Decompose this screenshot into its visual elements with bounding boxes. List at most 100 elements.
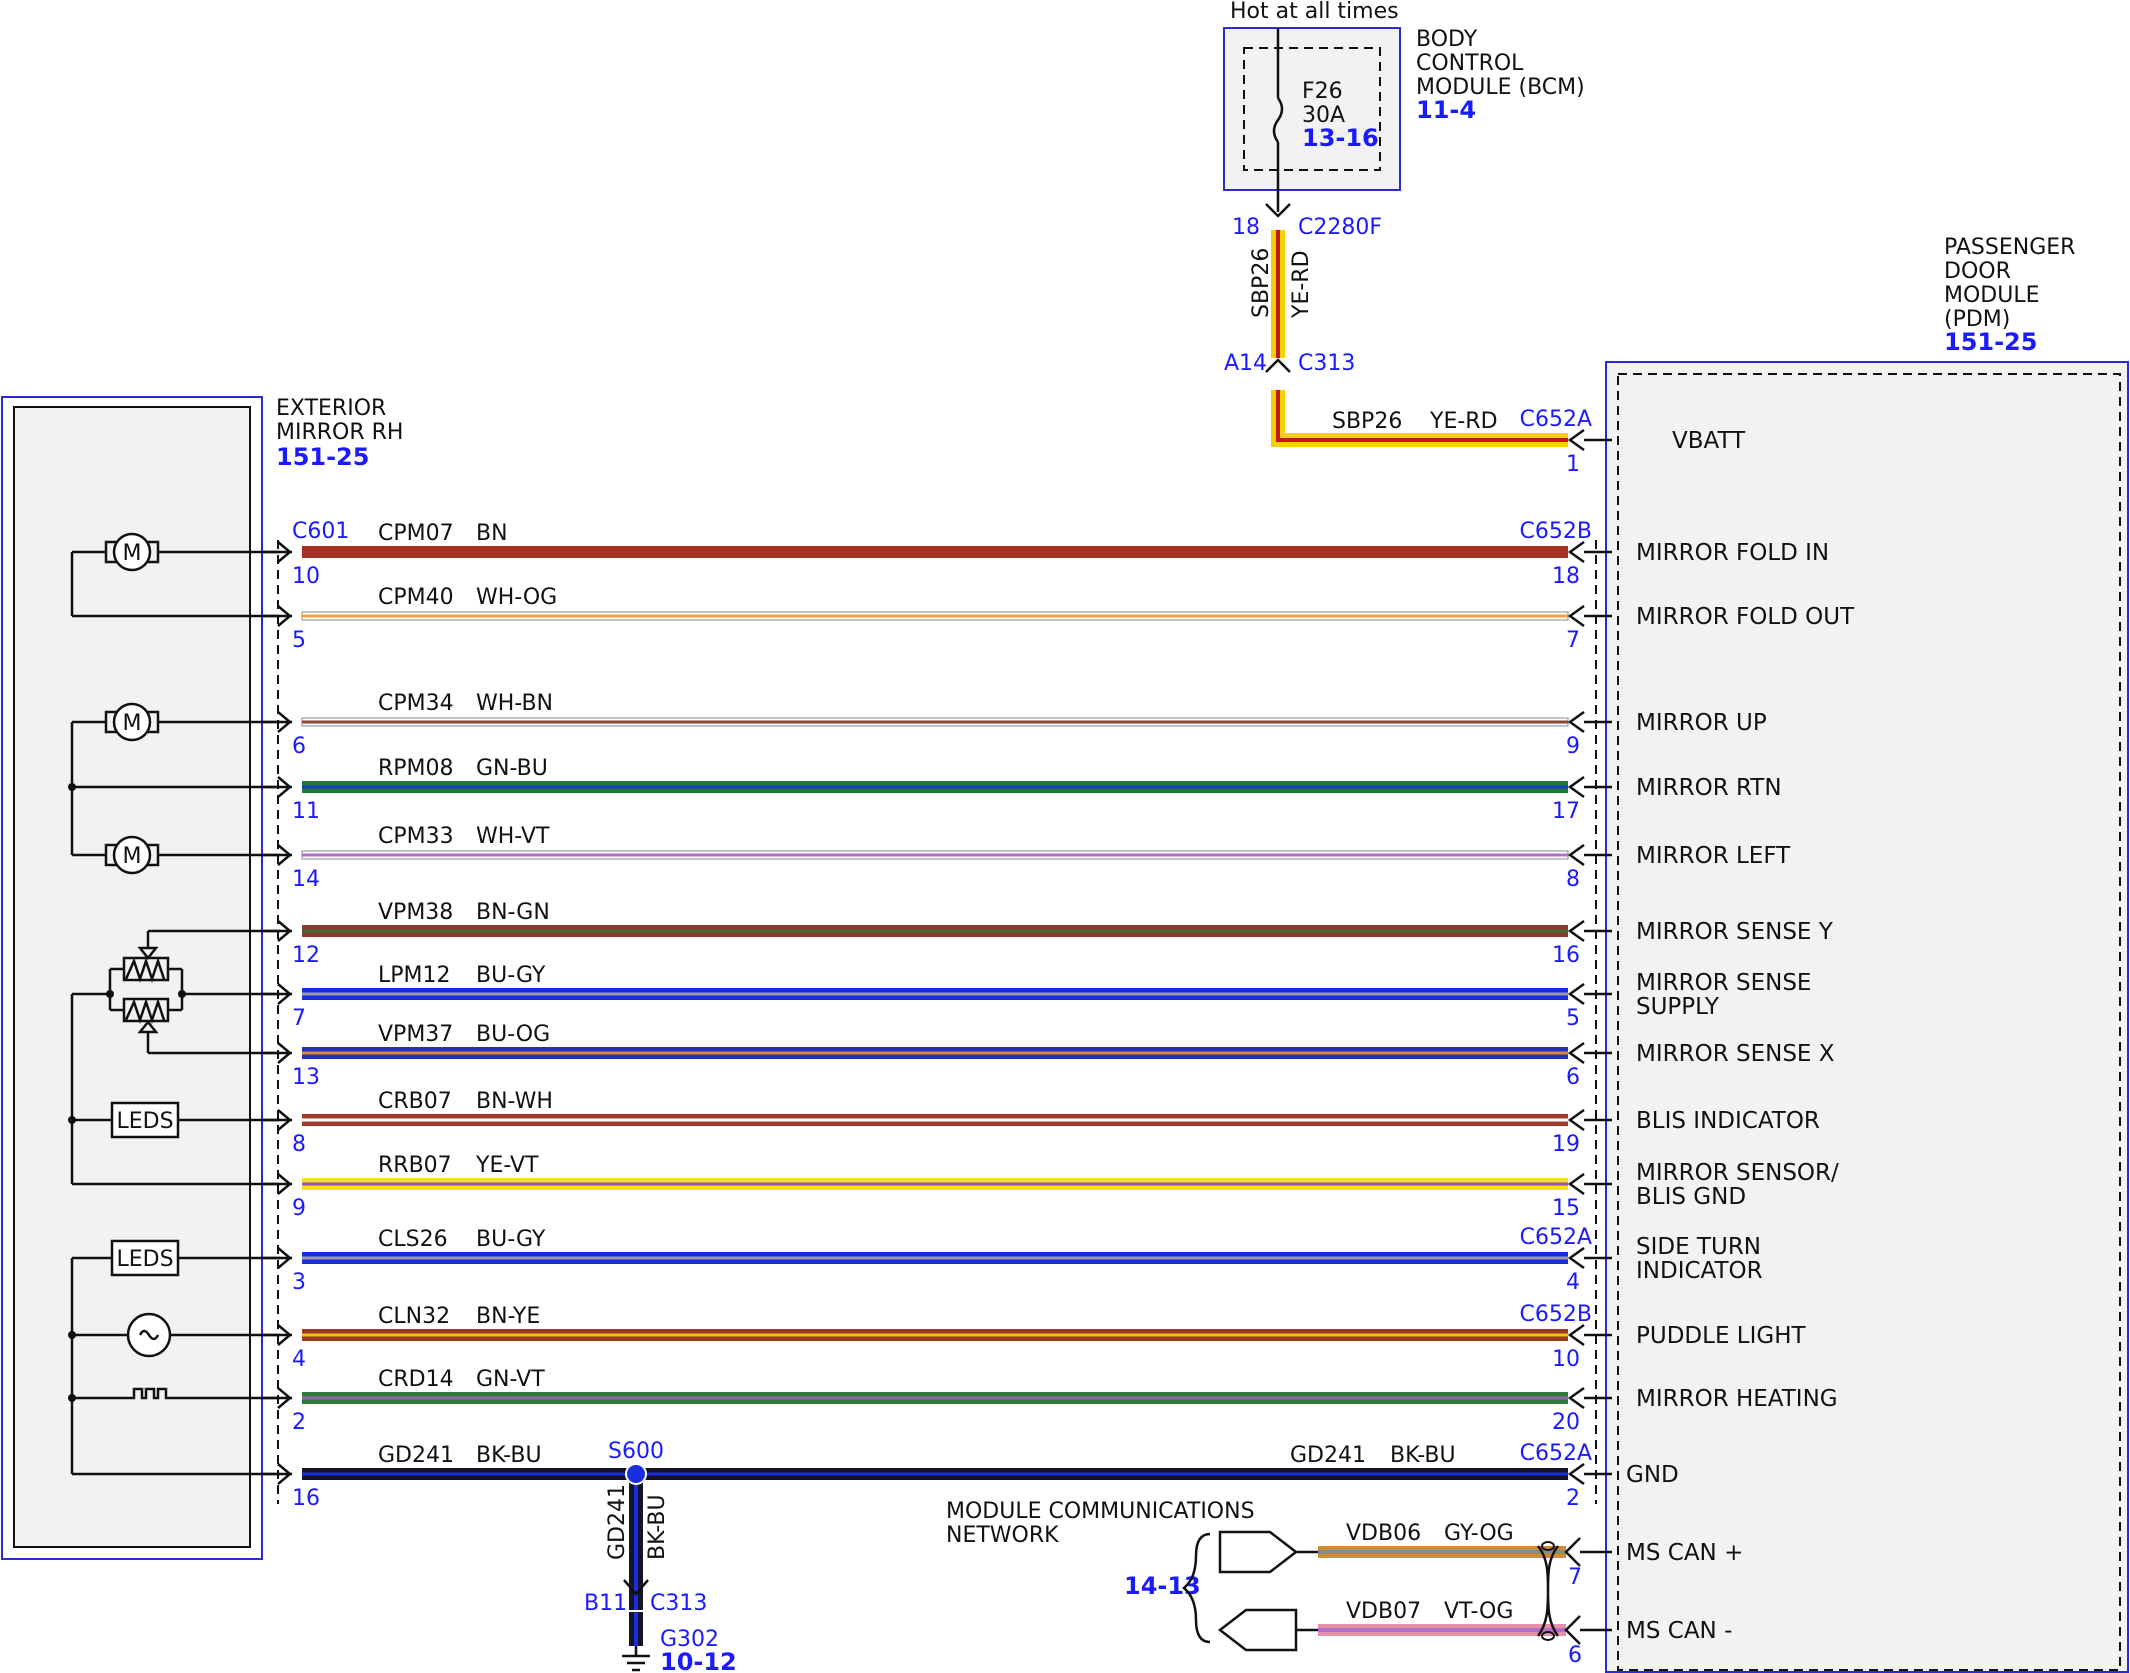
right-pin: 5 — [1566, 1006, 1580, 1031]
wire-circuit: VPM37 — [378, 1022, 453, 1047]
right-connector: C652A — [1520, 1441, 1592, 1466]
signal-label: MIRROR HEATING — [1636, 1386, 1838, 1412]
right-pin: 10 — [1552, 1347, 1580, 1372]
left-pin: 5 — [292, 628, 306, 653]
right-connector-arrow-icon — [1567, 1323, 1585, 1347]
left-pin: 3 — [292, 1270, 306, 1295]
right-connector-arrow-icon — [1567, 1172, 1585, 1196]
fold-motor-icon: M — [104, 532, 160, 572]
fuse-rating: 30A — [1302, 103, 1345, 128]
wire-color: BU-GY — [476, 1227, 546, 1252]
left-pin: 8 — [292, 1132, 306, 1157]
ground-circuit: GD241 — [605, 1484, 630, 1560]
right-connector-arrow-icon — [1567, 1246, 1585, 1270]
right-connector-arrow-icon — [1567, 919, 1585, 943]
wire-color: BN-GN — [476, 900, 550, 925]
ground-connector-arrow-icon — [623, 1579, 649, 1596]
mirror-name-1: EXTERIOR — [276, 396, 386, 421]
wire-color: YE-VT — [475, 1153, 539, 1178]
bcm-connector-inline: C313 — [1298, 351, 1355, 376]
wire-tracer-cls26 — [302, 1256, 1568, 1260]
wire-circuit: RPM08 — [378, 756, 454, 781]
signal-label: GND — [1626, 1462, 1679, 1488]
left-pin: 14 — [292, 867, 320, 892]
signal-label: MIRROR LEFT — [1636, 843, 1791, 869]
wire-circuit: CPM07 — [378, 521, 454, 546]
can-minus-connector-icon — [1217, 1608, 1298, 1652]
can-minus-pin: 6 — [1568, 1643, 1582, 1668]
right-connector: C652A — [1520, 407, 1592, 432]
wire-circuit: CLN32 — [378, 1304, 450, 1329]
wire-tracer-cpm34 — [302, 720, 1568, 724]
wire-tracer-lpm12 — [302, 992, 1568, 996]
wire-tracer-cpm07 — [302, 550, 1568, 554]
wire-color: BN-YE — [476, 1304, 540, 1329]
left-pin: 11 — [292, 799, 320, 824]
bcm-wire-color: YE-RD — [1289, 250, 1314, 319]
network-block: MODULE COMMUNICATIONS NETWORK 14-13 VDB0… — [946, 1499, 1743, 1668]
right-connector-arrow-icon — [1567, 428, 1585, 452]
right-pin: 4 — [1566, 1270, 1580, 1295]
fuse-ref: 13-16 — [1302, 124, 1379, 152]
hot-at-all-times-label: Hot at all times — [1230, 0, 1399, 24]
right-pin: 7 — [1566, 628, 1580, 653]
left-connector-arrow-icon — [277, 1247, 292, 1269]
wire-color: BU-GY — [476, 963, 546, 988]
can-minus-color: VT-OG — [1444, 1599, 1513, 1624]
wire-tracer-crd14 — [302, 1396, 1568, 1400]
left-connector-arrow-icon — [277, 920, 292, 942]
wire-tracer-cpm40 — [302, 614, 1568, 618]
signal-label: MIRROR SENSE — [1636, 970, 1811, 996]
signal-label: MIRROR SENSE X — [1636, 1041, 1835, 1067]
right-connector: C652B — [1520, 519, 1592, 544]
left-right-motor-icon: M — [104, 835, 160, 875]
up-down-motor-icon: M — [104, 702, 160, 742]
right-pin: 2 — [1566, 1486, 1580, 1511]
wire-circuit: RRB07 — [378, 1153, 452, 1178]
right-pin: 19 — [1552, 1132, 1580, 1157]
signal-label: MIRROR FOLD OUT — [1636, 604, 1855, 630]
signal-label: BLIS INDICATOR — [1636, 1108, 1820, 1134]
can-minus-circuit: VDB07 — [1346, 1599, 1421, 1624]
brace-icon — [1182, 1532, 1211, 1644]
bcm-pin-inline: A14 — [1224, 351, 1267, 376]
ground-id: G302 — [660, 1627, 719, 1652]
right-connector-arrow-icon — [1567, 540, 1585, 564]
left-pin: 7 — [292, 1006, 306, 1031]
left-connector-arrow-icon — [277, 844, 292, 866]
wire-tracer-cpm33 — [302, 853, 1568, 857]
splice-dot — [625, 1463, 647, 1485]
wire-circuit: VPM38 — [378, 900, 453, 925]
right-connector-arrow-icon — [1567, 843, 1585, 867]
can-minus-signal: MS CAN - — [1626, 1618, 1732, 1644]
ground-connector: C313 — [650, 1591, 707, 1616]
fuse-icon — [1272, 97, 1284, 143]
connector-arrow-icon — [1564, 1615, 1581, 1645]
motor-label: M — [123, 711, 142, 736]
connector-arrow-icon — [1265, 203, 1291, 218]
wire-circuit: CPM34 — [378, 691, 454, 716]
right-pin: 9 — [1566, 734, 1580, 759]
junction-dots — [68, 783, 186, 1402]
left-pin: 12 — [292, 943, 320, 968]
left-connector-arrow-icon — [277, 1387, 292, 1409]
wire-color: BN-WH — [476, 1089, 553, 1114]
right-pin: 6 — [1566, 1065, 1580, 1090]
mirror-name-2: MIRROR RH — [276, 420, 403, 445]
leds-label: LEDS — [116, 1247, 173, 1272]
wire-circuit: CRB07 — [378, 1089, 452, 1114]
signal-label: MIRROR UP — [1636, 710, 1767, 736]
left-connector-arrow-icon — [277, 1463, 292, 1485]
mirror-connector: C601 — [292, 519, 349, 544]
left-pin: 2 — [292, 1410, 306, 1435]
signal-label: MIRROR RTN — [1636, 775, 1782, 801]
bcm-name-1: BODY — [1416, 27, 1478, 52]
wire-tracer-cln32 — [302, 1333, 1568, 1337]
signal-label: MIRROR SENSOR/ — [1636, 1160, 1839, 1186]
left-pin: 9 — [292, 1196, 306, 1221]
pdm-ref: 151-25 — [1944, 328, 2037, 356]
blis-leds-icon: LEDS — [110, 1101, 180, 1139]
left-connector-arrow-icon — [277, 1042, 292, 1064]
